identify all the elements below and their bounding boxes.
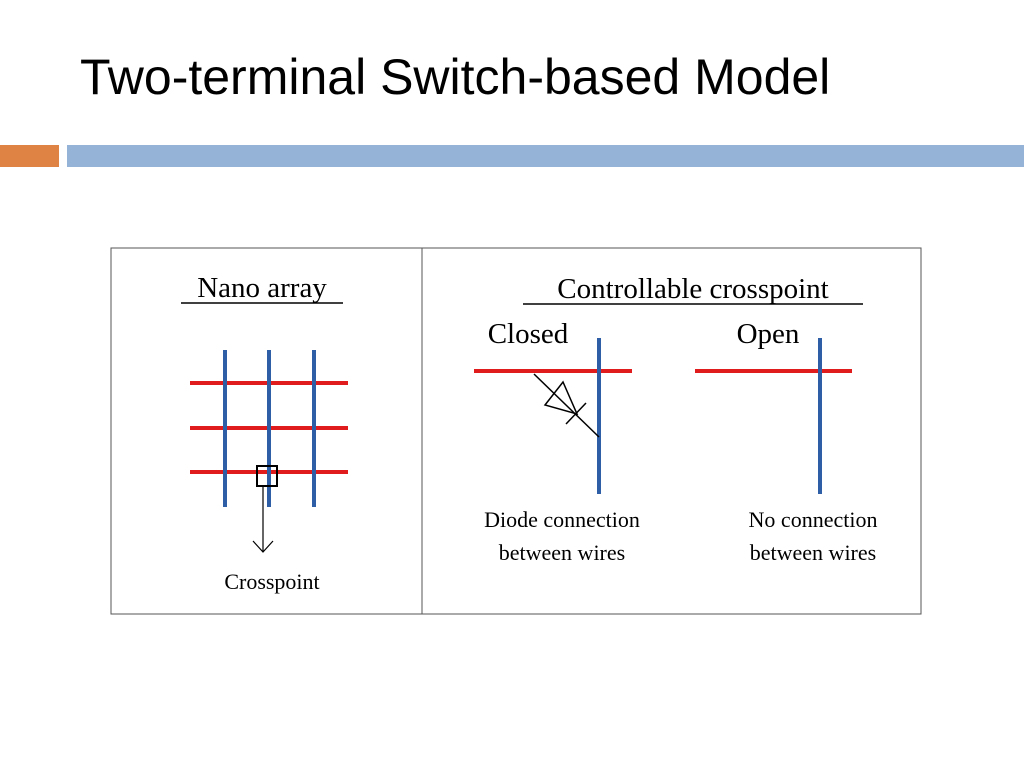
open-label: Open: [737, 318, 800, 350]
controllable-crosspoint-heading: Controllable crosspoint: [557, 273, 828, 305]
title-underline-bar: [67, 145, 1024, 167]
closed-caption-line2: between wires: [499, 540, 625, 565]
diode-icon: [533, 373, 600, 438]
open-caption-line2: between wires: [750, 540, 876, 565]
nano-array-heading: Nano array: [197, 272, 327, 304]
diagram-frame: [110, 247, 922, 615]
open-caption-line1: No connection: [749, 507, 878, 532]
crosspoint-marker: [256, 465, 278, 487]
nano-array-grid: [190, 350, 348, 507]
crosspoint-arrow: [252, 487, 274, 553]
closed-label: Closed: [488, 318, 569, 350]
closed-crosspoint: [474, 338, 632, 494]
crosspoint-label: Crosspoint: [224, 569, 319, 594]
open-crosspoint: [695, 338, 852, 494]
closed-caption-line1: Diode connection: [484, 507, 640, 532]
slide-title: Two-terminal Switch-based Model: [80, 49, 831, 105]
title-underline-accent: [0, 145, 59, 167]
